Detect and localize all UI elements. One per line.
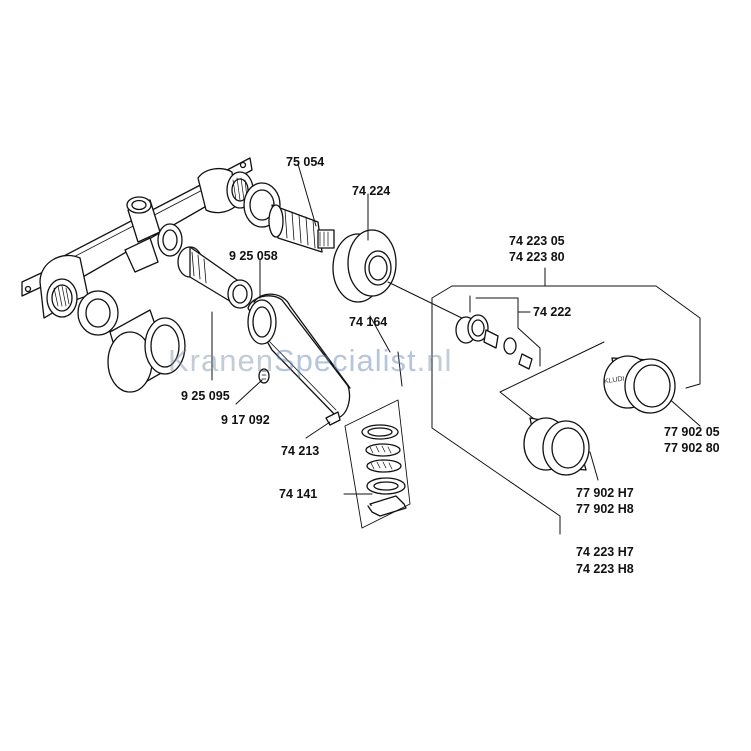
cartridge-75054 <box>268 204 335 253</box>
label-74224: 74 224 <box>352 184 391 198</box>
handle-77902H <box>523 417 590 476</box>
watermark-part-1: Kranen <box>168 343 274 378</box>
handle-779020 <box>603 355 676 414</box>
label-925058: 9 25 058 <box>229 249 278 263</box>
watermark-part-3: .nl <box>416 343 453 378</box>
label-74223H7: 74 223 H7 <box>576 545 634 559</box>
label-77902H8: 77 902 H8 <box>576 502 634 516</box>
spout-74164 <box>247 293 351 419</box>
concealed-body <box>21 157 254 319</box>
label-77902H7: 77 902 H7 <box>576 486 634 500</box>
label-74222: 74 222 <box>533 305 572 319</box>
spout-connector <box>177 246 253 309</box>
label-74223H8: 74 223 H8 <box>576 562 634 576</box>
label-7422380: 74 223 80 <box>509 250 565 264</box>
ring-74222 <box>455 314 533 370</box>
grub-screw <box>258 368 270 384</box>
label-917092: 9 17 092 <box>221 413 270 427</box>
seal-ring-left <box>77 290 119 336</box>
rosette-74224 <box>332 229 397 303</box>
label-7422305: 74 223 05 <box>509 234 565 248</box>
label-74164: 74 164 <box>349 315 388 329</box>
label-74141: 74 141 <box>279 487 318 501</box>
watermark: KranenSpecialist.nl <box>168 343 452 379</box>
label-7790205: 77 902 05 <box>664 425 720 439</box>
label-925095: 9 25 095 <box>181 389 230 403</box>
watermark-part-2: Specialist <box>273 343 417 378</box>
label-7790280: 77 902 80 <box>664 441 720 455</box>
label-75054: 75 054 <box>286 155 325 169</box>
label-74213: 74 213 <box>281 444 320 458</box>
cover-rosette-left <box>107 309 186 393</box>
aerator-stack <box>361 424 407 517</box>
